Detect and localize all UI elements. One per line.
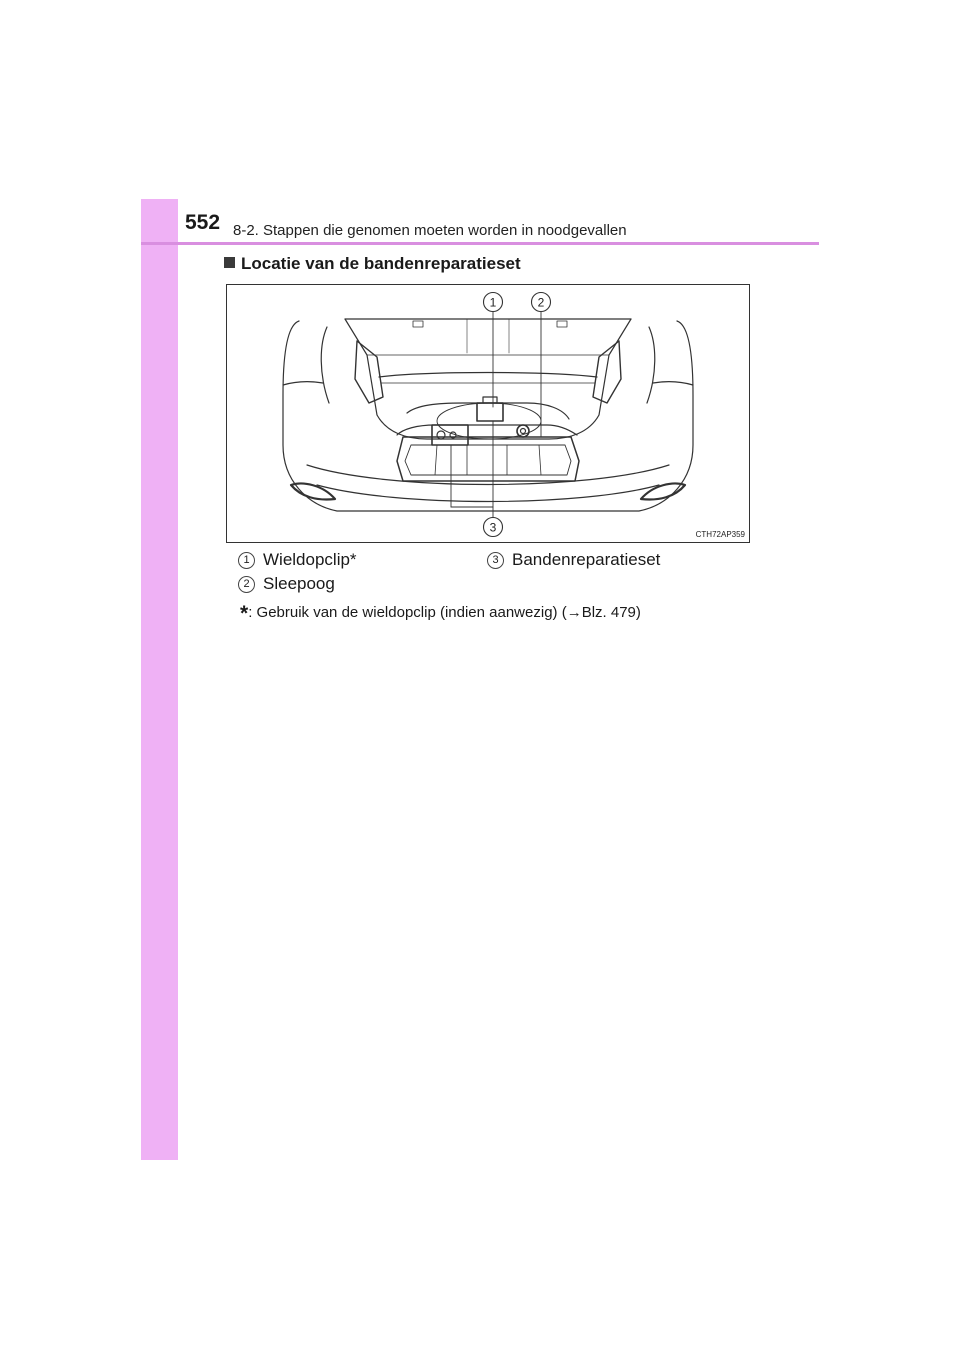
arrow-icon: →: [566, 604, 582, 621]
legend-item-towing-eye: 2 Sleepoog: [238, 574, 335, 594]
legend-number: 3: [487, 551, 504, 569]
footnote-marker: *: [240, 602, 249, 625]
legend-number: 1: [238, 551, 255, 569]
callout-3: 3: [490, 521, 497, 535]
legend-label: Bandenreparatieset: [512, 550, 661, 569]
page-number: 552: [185, 211, 221, 234]
chapter-title: 8-2. Stappen die genomen moeten worden i…: [233, 222, 627, 239]
legend-label: Sleepoog: [263, 574, 335, 593]
trunk-drawing: 1 2 3: [282, 291, 694, 538]
side-band: [141, 199, 178, 1160]
legend-item-wheel-cap-clip: 1 Wieldopclip*: [238, 550, 357, 570]
footnote-text: : Gebruik van de wieldopclip (indien aan…: [248, 604, 567, 621]
square-bullet-icon: [224, 257, 235, 268]
section-heading: Locatie van de bandenreparatieset: [224, 254, 521, 274]
footnote: *: Gebruik van de wieldopclip (indien aa…: [240, 602, 641, 626]
section-heading-text: Locatie van de bandenreparatieset: [241, 254, 521, 273]
trunk-illustration: 1 2 3 CTH72AP359: [226, 284, 750, 543]
legend-number: 2: [238, 575, 255, 593]
callout-2: 2: [538, 296, 545, 310]
legend-item-repair-kit: 3 Bandenreparatieset: [487, 550, 660, 570]
page-reference: Blz. 479): [581, 604, 641, 621]
legend-label: Wieldopclip*: [263, 550, 357, 569]
callout-1: 1: [490, 296, 497, 310]
figure-code: CTH72AP359: [695, 530, 745, 539]
header-rule: [141, 242, 819, 245]
